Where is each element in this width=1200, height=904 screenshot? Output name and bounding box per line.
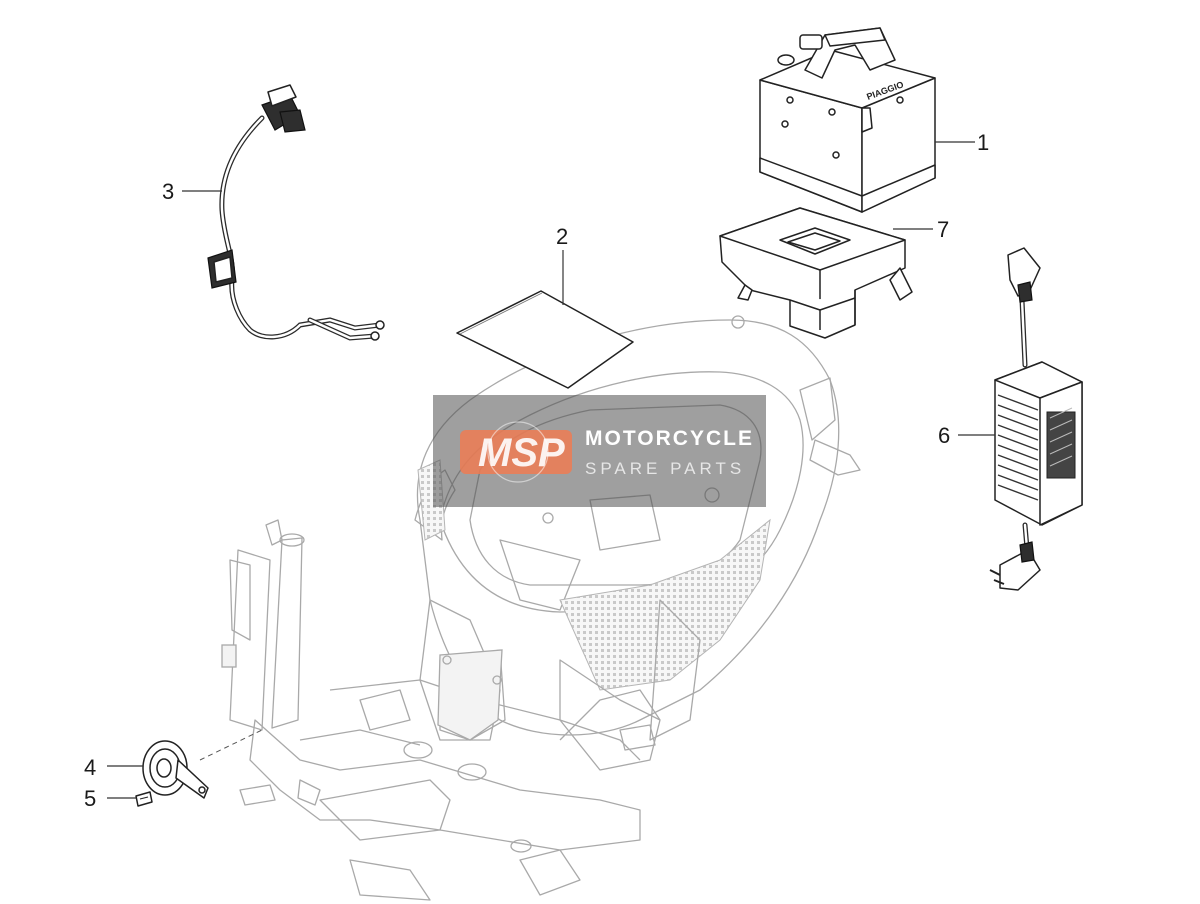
charger-fins <box>997 394 1039 501</box>
part-5-screw <box>135 791 153 807</box>
callouts: 1 2 3 4 5 6 7 <box>84 130 989 811</box>
callout-4: 4 <box>84 755 96 780</box>
callout-3: 3 <box>162 179 174 204</box>
callout-2: 2 <box>556 224 568 249</box>
callout-7: 7 <box>937 217 949 242</box>
part-4-horn <box>142 740 209 799</box>
scooter-frame-ghost <box>199 519 661 901</box>
watermark-logo-text: MSP <box>478 431 565 475</box>
part-3-wiring-harness <box>207 84 385 341</box>
callout-6: 6 <box>938 423 950 448</box>
part-6-charger <box>989 247 1083 591</box>
callout-5: 5 <box>84 786 96 811</box>
part-7-battery-tray <box>719 207 913 339</box>
callout-leaders <box>107 141 995 799</box>
callout-1: 1 <box>977 130 989 155</box>
watermark-title: MOTORCYCLE <box>585 427 754 450</box>
watermark: MSP MOTORCYCLE SPARE PARTS <box>433 395 766 507</box>
part-1-battery: PIAGGIO <box>759 27 936 213</box>
part-2-mat <box>456 290 634 389</box>
watermark-subtitle: SPARE PARTS <box>585 459 745 478</box>
watermark-logo-badge <box>460 430 572 474</box>
